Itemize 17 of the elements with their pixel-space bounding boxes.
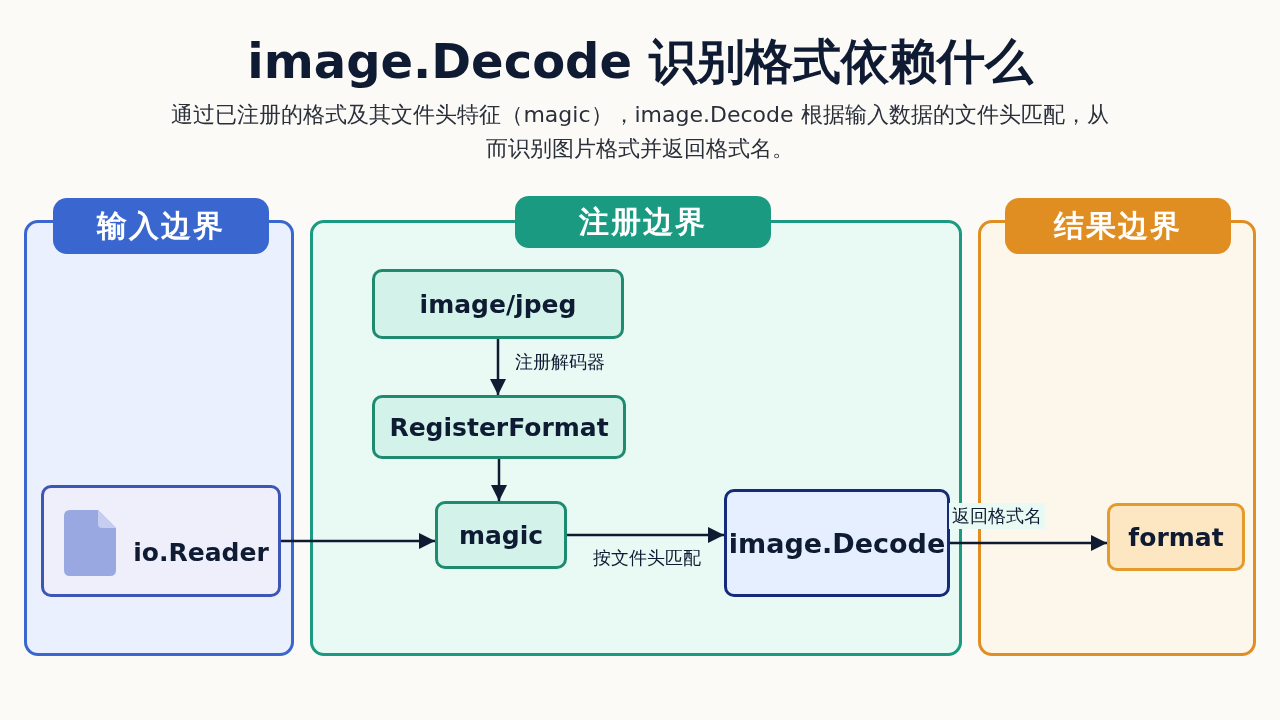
title: image.Decode 识别格式依赖什么 (246, 32, 1035, 91)
arrow (950, 535, 1107, 551)
panel-heading: 结果边界 (1005, 198, 1231, 254)
arrow (281, 533, 435, 549)
panel-heading: 输入边界 (53, 198, 269, 254)
arrow (490, 339, 506, 395)
panel-heading: 注册边界 (515, 196, 771, 248)
subtitle: 通过已注册的格式及其文件头特征（magic），image.Decode 根据输入数据的文件头匹配，从而识别图片格式并返回格式名。 (170, 101, 1110, 163)
process-box: format (1107, 503, 1245, 571)
process-box: magic (435, 501, 567, 569)
process-box: RegisterFormat (372, 395, 626, 459)
process-box: image.Decode (724, 489, 950, 597)
arrow (491, 459, 507, 501)
arrow (567, 527, 724, 543)
process-box: image/jpeg (372, 269, 624, 339)
edge-label: 返回格式名 (948, 503, 1045, 529)
process-box: io.Reader (41, 485, 281, 597)
